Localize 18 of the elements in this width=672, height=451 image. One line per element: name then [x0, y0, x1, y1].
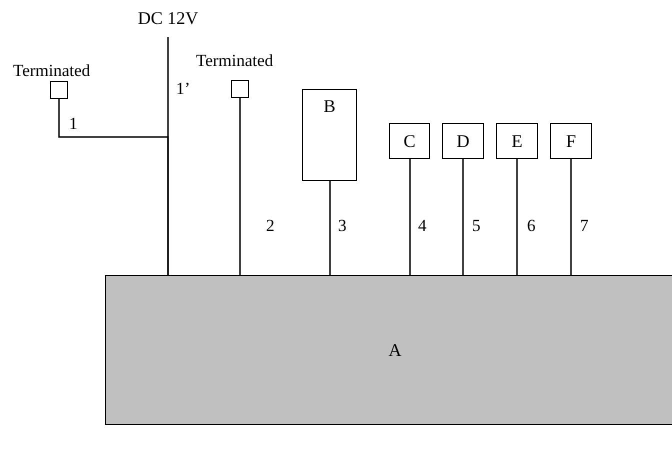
wire [516, 159, 518, 275]
wire [239, 98, 241, 275]
terminator-box [50, 81, 68, 99]
terminator-box [231, 80, 249, 98]
device-box: C [389, 123, 430, 159]
terminator-caption: Terminated [196, 52, 274, 70]
voltage-label: DC 12V [128, 6, 208, 30]
device-box: F [550, 123, 592, 159]
device-box: D [442, 123, 484, 159]
wire [462, 159, 464, 275]
wire [58, 99, 169, 275]
wire [570, 159, 572, 275]
terminator-caption: Terminated [13, 62, 90, 80]
device-box: E [496, 123, 538, 159]
device-box: B [302, 89, 357, 181]
main-unit-block: A [105, 275, 672, 425]
wire [329, 181, 331, 275]
wire [409, 159, 411, 275]
